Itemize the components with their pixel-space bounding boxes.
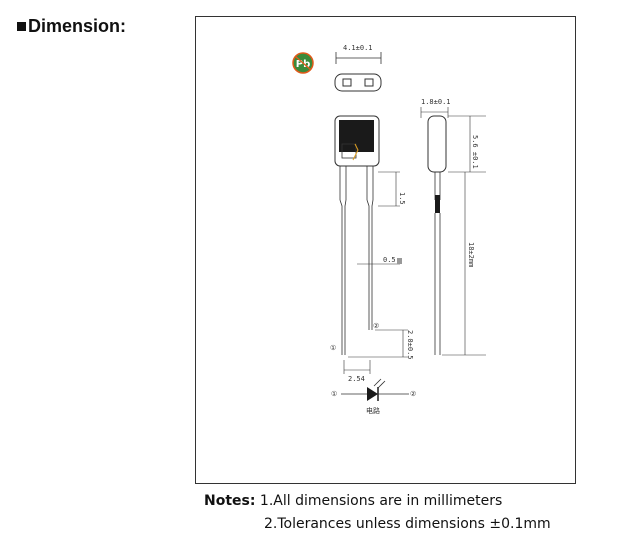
pin1-marker: ① — [330, 344, 336, 352]
pb-badge-text: Pb — [296, 59, 311, 70]
diode-circuit-symbol: ① ② 电路 — [331, 378, 416, 415]
notes-block: Notes: 1.All dimensions are in millimete… — [204, 490, 551, 536]
lead-end-dimension: 2.0±0.5 ② ① — [330, 322, 414, 360]
package-side-view: 1.8±0.1 5.6 ±0.1 18±2mm — [420, 98, 486, 356]
section-heading: Dimension: — [17, 16, 126, 37]
pb-free-badge-icon: Pb — [292, 52, 314, 74]
notes-label: Notes: — [204, 493, 256, 509]
dim-lead-step-label: 1.5 — [398, 192, 406, 205]
package-front-view — [334, 115, 380, 355]
width-dimension: 4.1±0.1 — [335, 44, 382, 64]
lead-step-dimension: 1.5 — [378, 171, 406, 207]
symbol-pin1: ① — [331, 390, 337, 398]
symbol-label: 电路 — [366, 406, 380, 415]
heading-title: Dimension: — [28, 16, 127, 36]
dim-lead-end-label: 2.0±0.5 — [406, 330, 414, 360]
lead-width-dimension: 0.5 — [357, 256, 402, 265]
dim-lead-length-label: 18±2mm — [467, 242, 475, 267]
pitch-dimension: 2.54 — [343, 360, 371, 383]
pin2-marker: ② — [373, 322, 379, 330]
dim-body-height-label: 5.6 ±0.1 — [471, 135, 479, 169]
dim-lead-width-label: 0.5 — [383, 256, 396, 264]
dim-pitch-label: 2.54 — [348, 375, 365, 383]
notes-line-2: 2.Tolerances unless dimensions ±0.1mm — [264, 516, 551, 532]
package-top-view — [334, 73, 382, 92]
square-bullet-icon — [17, 22, 26, 31]
dim-width-label: 4.1±0.1 — [343, 44, 373, 52]
dim-thickness-label: 1.8±0.1 — [421, 98, 451, 106]
notes-line-1: 1.All dimensions are in millimeters — [255, 493, 503, 509]
dimension-drawing-frame — [195, 16, 576, 484]
symbol-pin2: ② — [410, 390, 416, 398]
